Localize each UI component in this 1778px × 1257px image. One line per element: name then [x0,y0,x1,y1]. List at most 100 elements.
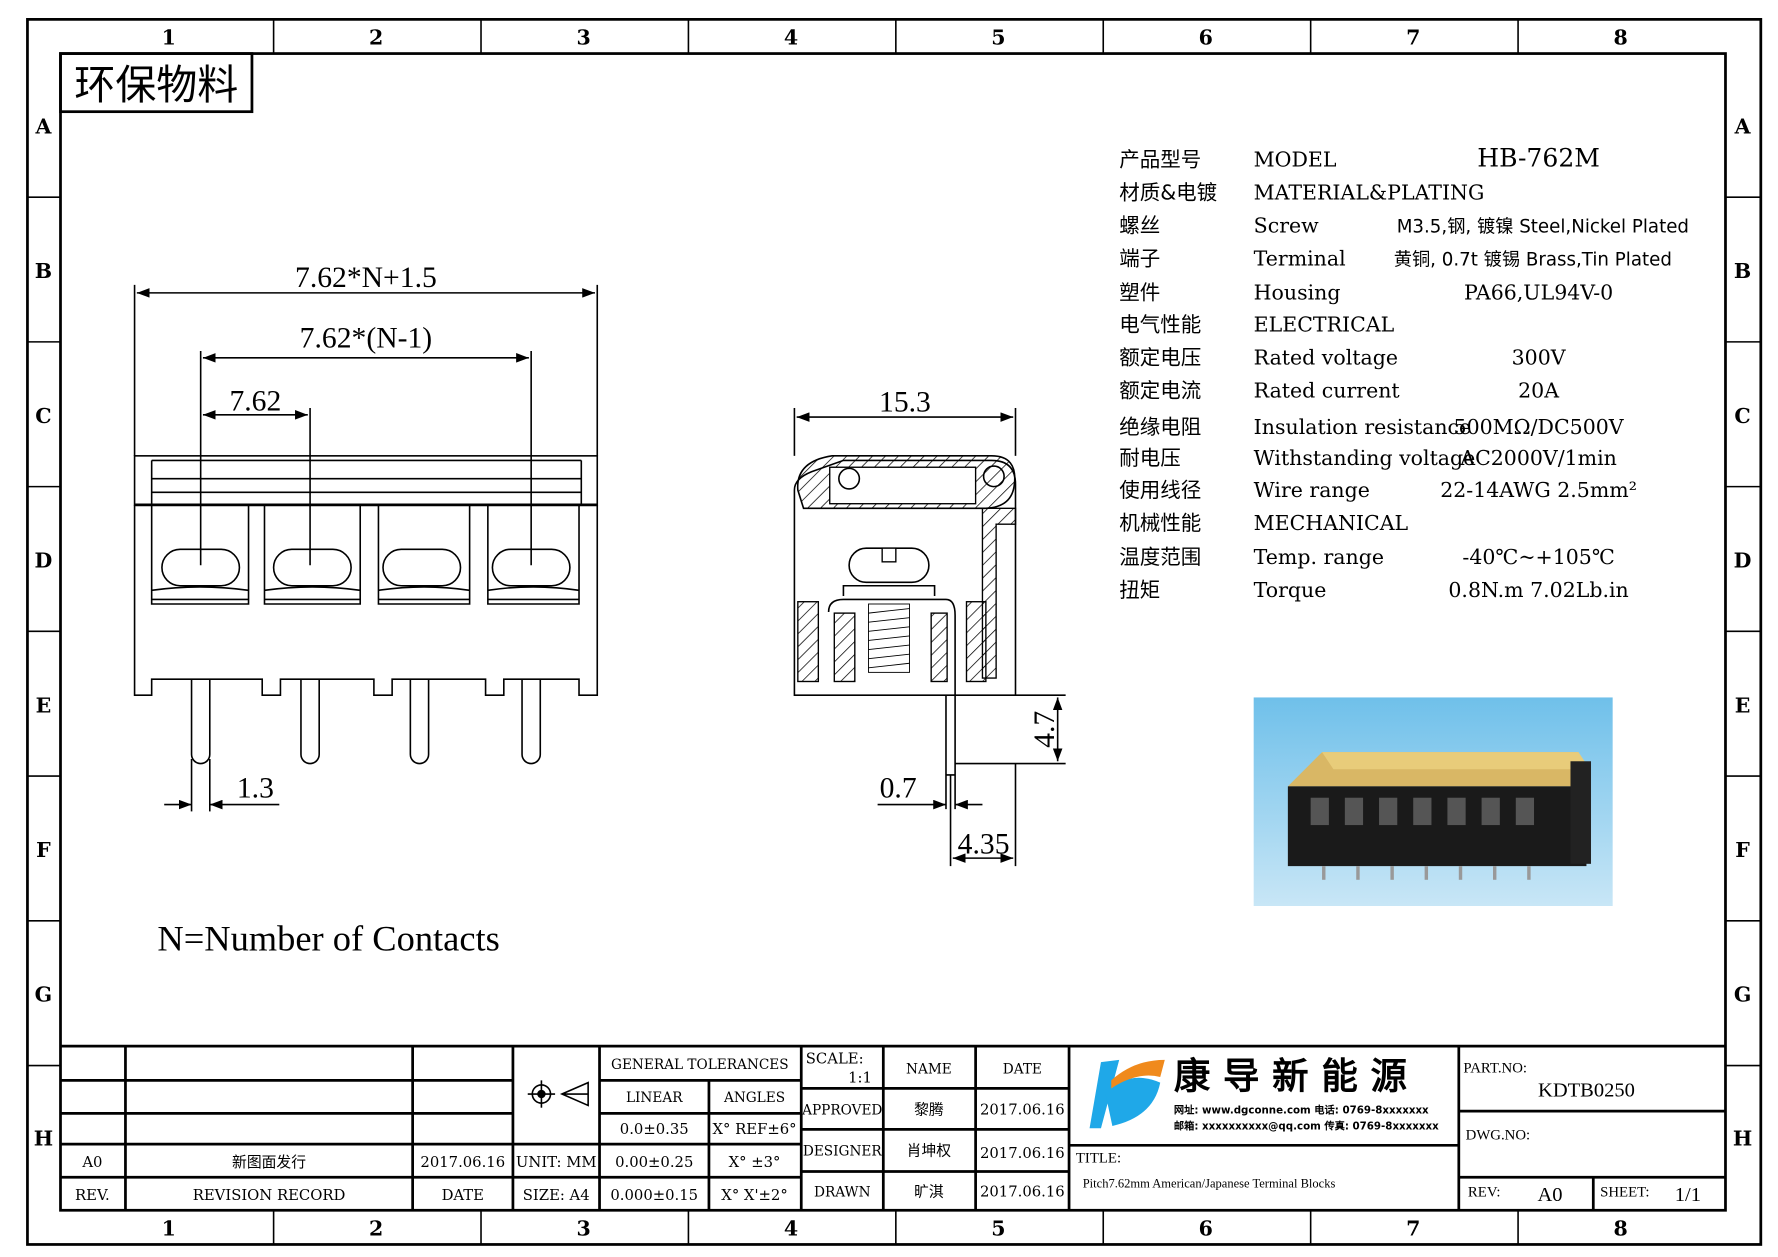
spec-value: M3.5,钢, 镀镍 Steel,Nickel Plated [1397,216,1689,237]
dim-pin-width: 1.3 [237,773,274,805]
spec-value: 500MΩ/DC500V [1454,415,1625,439]
row-label: C [35,404,51,428]
row-label: D [1734,549,1752,573]
side-section-drawing: 15.3 0.7 4.35 4.7 [793,386,1066,867]
drawing-title: Pitch7.62mm American/Japanese Terminal B… [1083,1176,1336,1190]
spec-value: 300V [1512,346,1567,370]
col-label: 4 [784,25,798,49]
drawn-name: 旷淇 [914,1184,944,1201]
rev-header: REV. [75,1187,110,1204]
spec-label-en: Temp. range [1254,545,1384,569]
spec-label-cn: 额定电压 [1119,346,1201,370]
linear-tol: 0.0±0.35 [620,1121,689,1138]
screw-thread [868,603,910,673]
col-label: 1 [162,25,176,49]
spec-label-en: MODEL [1254,147,1337,171]
spec-label-en: ELECTRICAL [1254,313,1395,337]
col-label: 3 [576,1216,590,1240]
rev-value: A0 [1537,1184,1562,1206]
row-label: F [1735,838,1750,862]
col-label: 4 [784,1216,798,1240]
revision-date: 2017.06.16 [420,1154,505,1171]
role-drawn: DRAWN [814,1185,871,1201]
angle-tol: X° ±3° [729,1154,781,1171]
name-header: NAME [906,1062,952,1078]
col-label: 5 [991,1216,1005,1240]
angle-tol: X° X'±2° [721,1187,787,1204]
drawn-date: 2017.06.16 [980,1184,1065,1201]
spec-label-en: Insulation resistance [1254,415,1471,439]
row-label: H [34,1126,53,1150]
col-label: 3 [576,25,590,49]
row-label: E [36,693,52,717]
spec-label-en: Withstanding voltage [1254,446,1476,470]
spec-value: HB-762M [1477,143,1600,172]
spec-label-cn: 温度范围 [1119,545,1201,569]
projection-symbol-icon [527,1080,589,1108]
spec-label-cn: 耐电压 [1119,446,1180,470]
revision-record: 新图面发行 [232,1154,306,1171]
part-no-label: PART.NO: [1463,1060,1527,1076]
col-label: 8 [1614,1216,1628,1240]
spec-value: PA66,UL94V-0 [1464,281,1613,305]
row-label: C [1734,404,1750,428]
drawing-frame: 1 2 3 4 5 6 7 8 1 2 3 4 5 6 7 8 A B C D … [26,18,1763,1246]
dim-pitch: 7.62 [229,385,281,417]
row-label: D [35,549,53,573]
designer-name: 肖坤权 [907,1143,952,1160]
spec-label-cn: 电气性能 [1119,313,1201,337]
linear-tol: 0.00±0.25 [615,1154,693,1171]
spec-label-cn: 绝缘电阻 [1119,415,1201,439]
size: SIZE: A4 [523,1187,590,1204]
spec-label-en: Torque [1254,578,1327,602]
row-label: F [36,838,51,862]
title-label: TITLE: [1076,1150,1121,1166]
col-label: 7 [1406,1216,1420,1240]
revision-rev: A0 [81,1154,102,1171]
dim-pitch-span: 7.62*(N-1) [300,323,432,355]
spec-label-cn: 端子 [1119,247,1160,271]
dim-depth: 15.3 [879,386,931,418]
spec-label-cn: 扭矩 [1119,578,1160,602]
spec-label-cn: 塑件 [1119,281,1160,305]
approved-name: 黎腾 [914,1102,944,1119]
date-header: DATE [442,1187,484,1204]
eco-material-stamp: 环保物料 [59,52,254,114]
dim-pin-offset: 4.35 [958,829,1010,861]
dim-pin-thickness: 0.7 [880,773,917,805]
spec-label-cn: 机械性能 [1119,511,1201,535]
role-approved: APPROVED [801,1103,882,1119]
rev-label: REV: [1468,1185,1501,1201]
dwg-no-label: DWG.NO: [1466,1128,1531,1144]
contacts-note: N=Number of Contacts [157,918,500,958]
dim-pin-length: 4.7 [1029,711,1061,748]
sheet-value: 1/1 [1675,1184,1701,1206]
title-block: A0 新图面发行 2017.06.16 REV. REVISION RECORD… [60,1044,1726,1211]
spec-value: AC2000V/1min [1459,446,1617,470]
angles-label: ANGLES [723,1090,785,1106]
spec-label-en: Housing [1254,281,1341,305]
spec-label-en: Wire range [1254,478,1370,502]
spec-label-en: MATERIAL&PLATING [1254,180,1485,204]
angle-tol: X° REF±6° [712,1121,796,1138]
tolerances-title: GENERAL TOLERANCES [611,1057,789,1073]
row-label: B [35,259,52,283]
spec-value: 0.8N.m 7.02Lb.in [1448,578,1628,602]
linear-tol: 0.000±0.15 [610,1187,698,1204]
spec-label-cn: 材质&电镀 [1119,180,1217,204]
row-label: G [1734,983,1752,1007]
row-label: H [1733,1126,1752,1150]
company-name: 康 导 新 能 源 [1174,1054,1408,1097]
col-label: 1 [162,1216,176,1240]
col-label: 8 [1614,25,1628,49]
col-label: 7 [1406,25,1420,49]
spec-value: 20A [1518,379,1559,403]
spec-label-en: MECHANICAL [1254,511,1409,535]
col-label: 2 [369,25,383,49]
spec-label-cn: 额定电流 [1119,379,1201,403]
row-label: A [1734,114,1752,138]
sheet-label: SHEET: [1600,1185,1649,1201]
company-logo-icon [1089,1059,1165,1129]
